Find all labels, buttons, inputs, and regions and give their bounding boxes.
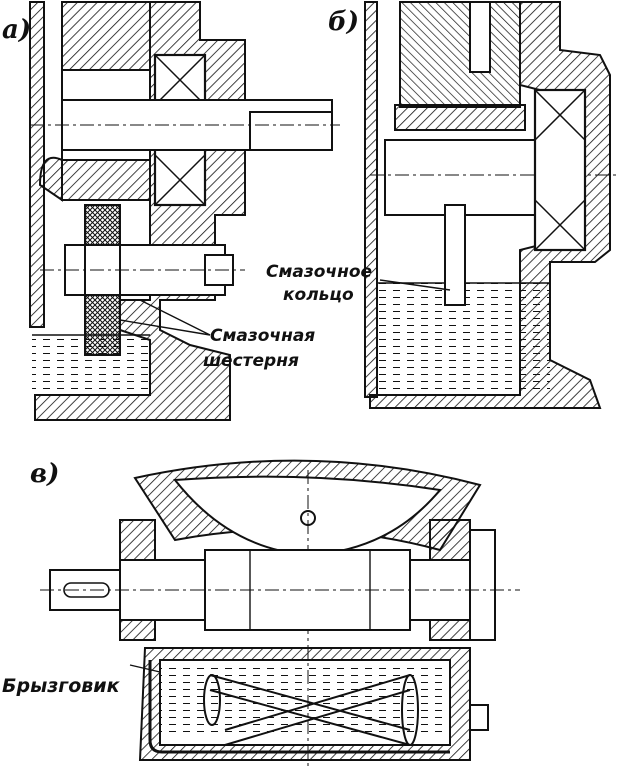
panel-a-label: а) [2, 15, 31, 45]
panel-b-label: б) [328, 7, 359, 37]
upper-gear-a [61, 1, 151, 71]
housing-a-left-wall [29, 1, 45, 328]
panel-v: в) Брызговик [2, 459, 520, 768]
splash-guard-label: Брызговик [2, 675, 121, 697]
drain-plug [469, 704, 489, 731]
lube-ring-label-2: кольцо [283, 285, 354, 305]
cooling-coil [209, 674, 411, 746]
upper-gear-b [399, 1, 521, 108]
panel-v-label: в) [30, 459, 59, 489]
housing-b-left-wall [364, 1, 378, 398]
splash-guard [148, 660, 450, 754]
sump-housing [138, 647, 471, 761]
lube-ring-label-1: Смазочное [266, 262, 372, 282]
lube-ring [444, 204, 466, 306]
bearing-b [533, 88, 587, 252]
panel-b: б) Смазочное кольцо [266, 1, 620, 409]
lube-gear-label-1: Смазочная [210, 326, 315, 346]
lube-gear-label-2: шестерня [203, 351, 299, 371]
panel-a: а) Смазочная шестерня [2, 1, 340, 421]
